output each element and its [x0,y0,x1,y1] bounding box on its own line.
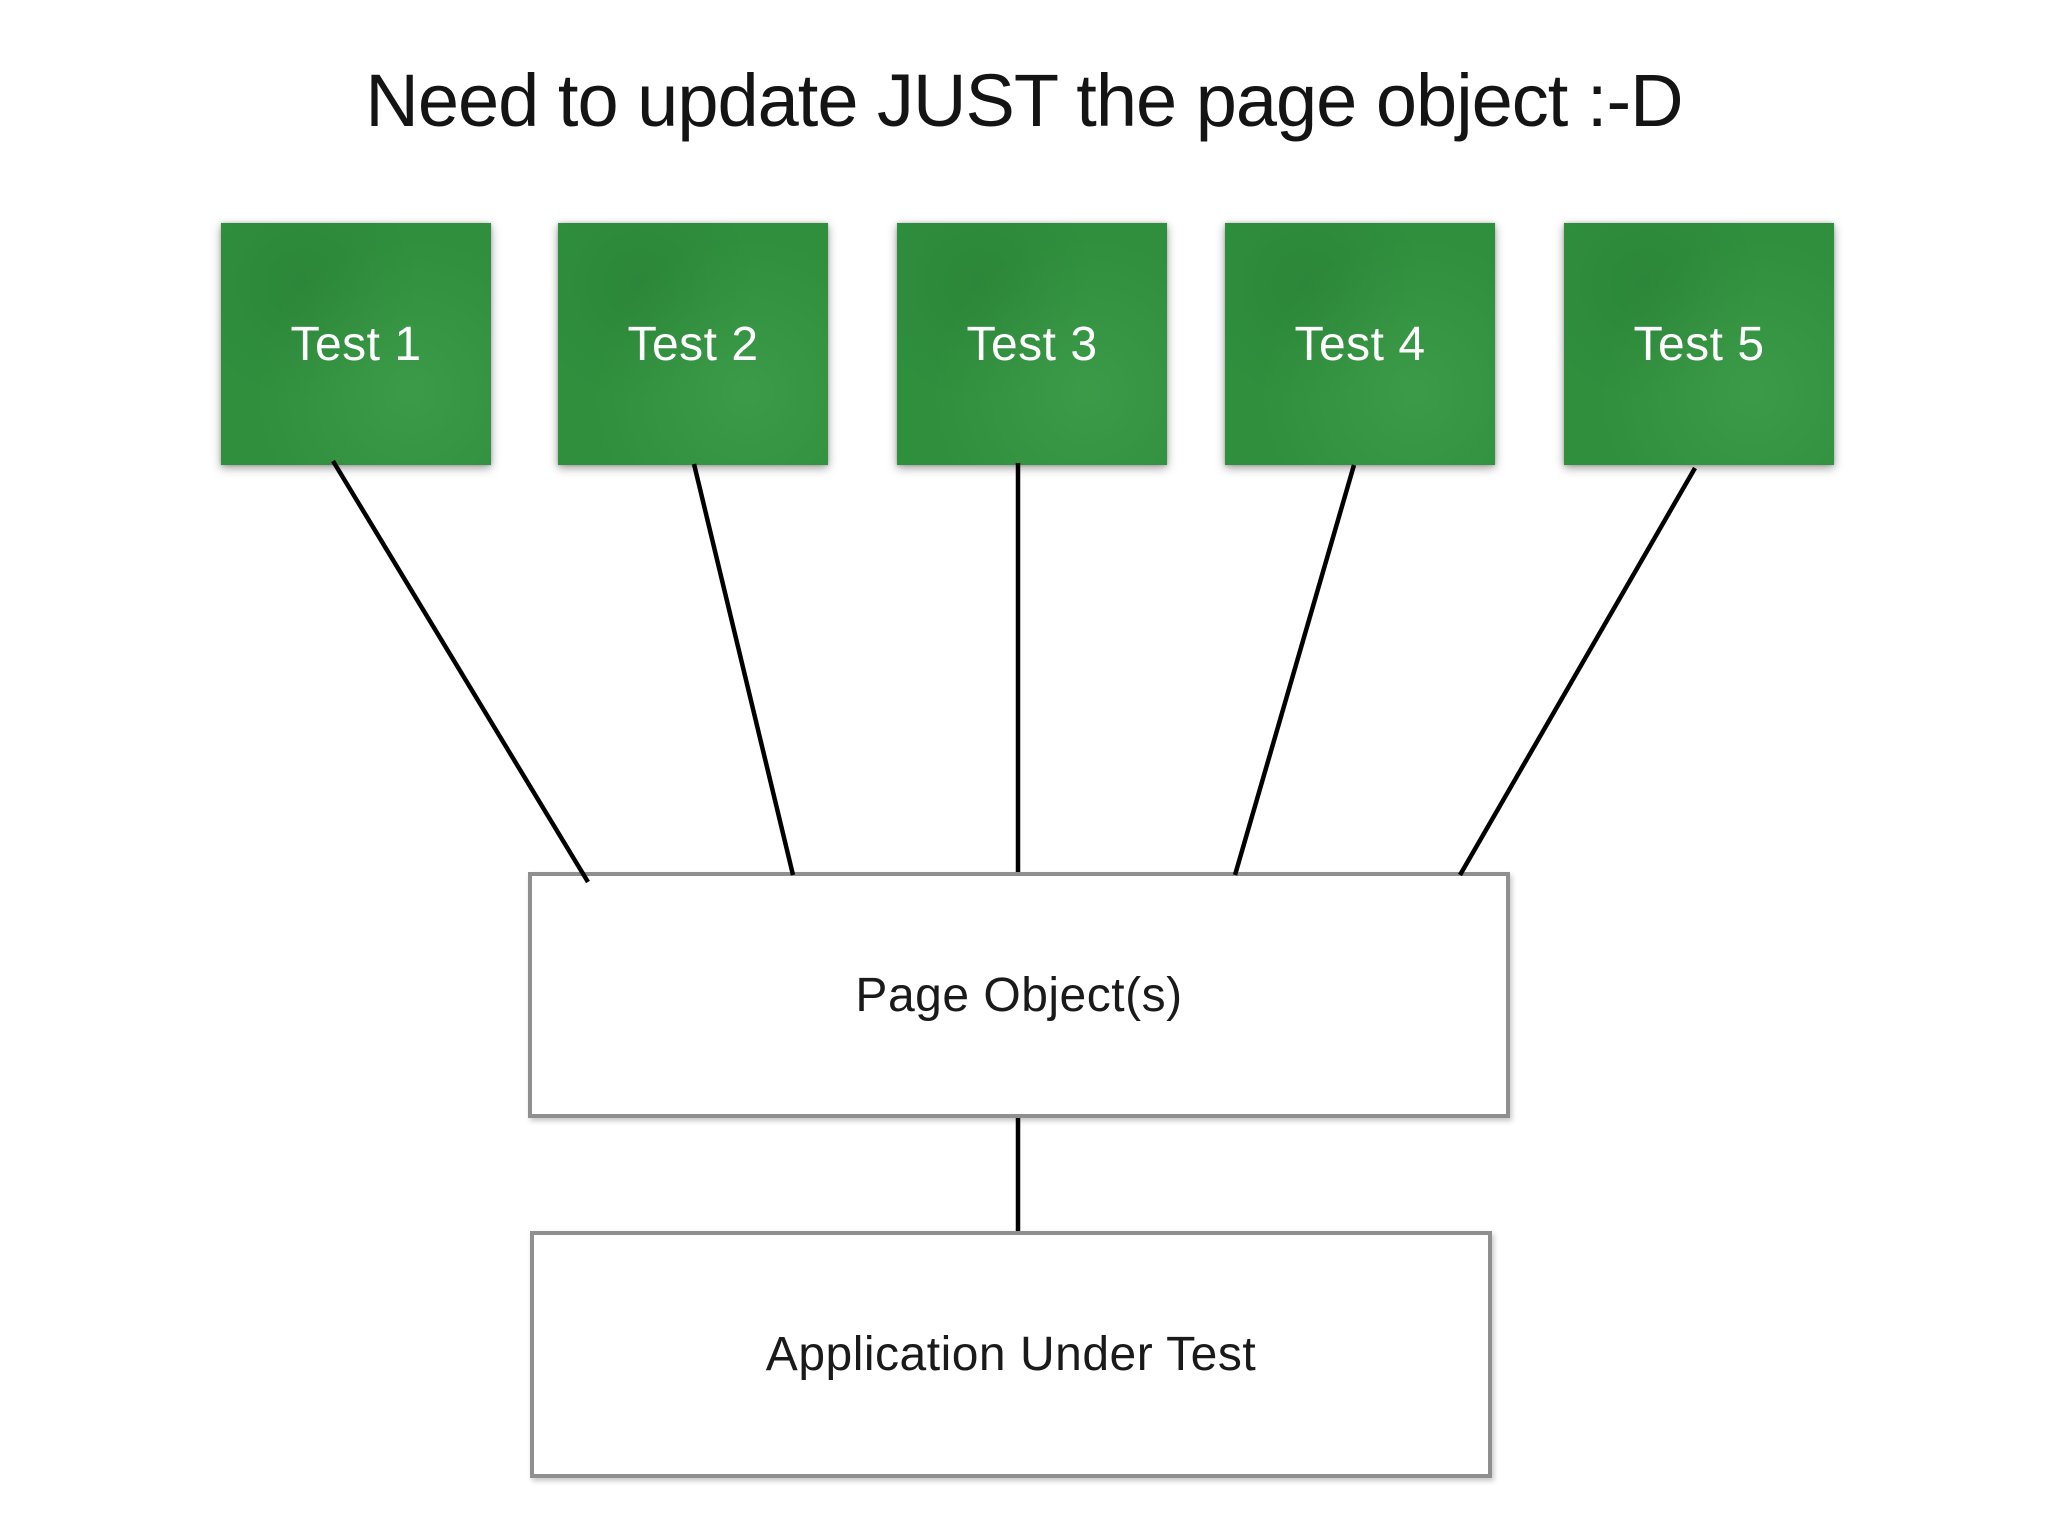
test-box-2: Test 2 [558,223,828,465]
test-box-4: Test 4 [1225,223,1495,465]
application-under-test-box: Application Under Test [530,1231,1492,1478]
connector-test4-pageobject [1232,464,1357,876]
test-box-5: Test 5 [1564,223,1834,465]
slide-title: Need to update JUST the page object :-D [365,59,1683,142]
test-box-2-label: Test 2 [627,317,759,371]
test-box-3-label: Test 3 [966,317,1098,371]
test-box-1-label: Test 1 [290,317,422,371]
application-under-test-label: Application Under Test [765,1328,1257,1381]
test-box-4-label: Test 4 [1294,317,1426,371]
test-box-3: Test 3 [897,223,1167,465]
test-box-1: Test 1 [221,223,491,465]
page-object-box: Page Object(s) [528,872,1510,1118]
connector-test5-pageobject [1458,466,1697,877]
connector-test1-pageobject [331,459,590,884]
test-box-5-label: Test 5 [1633,317,1765,371]
page-object-label: Page Object(s) [855,968,1183,1022]
connector-test2-pageobject [691,463,796,876]
